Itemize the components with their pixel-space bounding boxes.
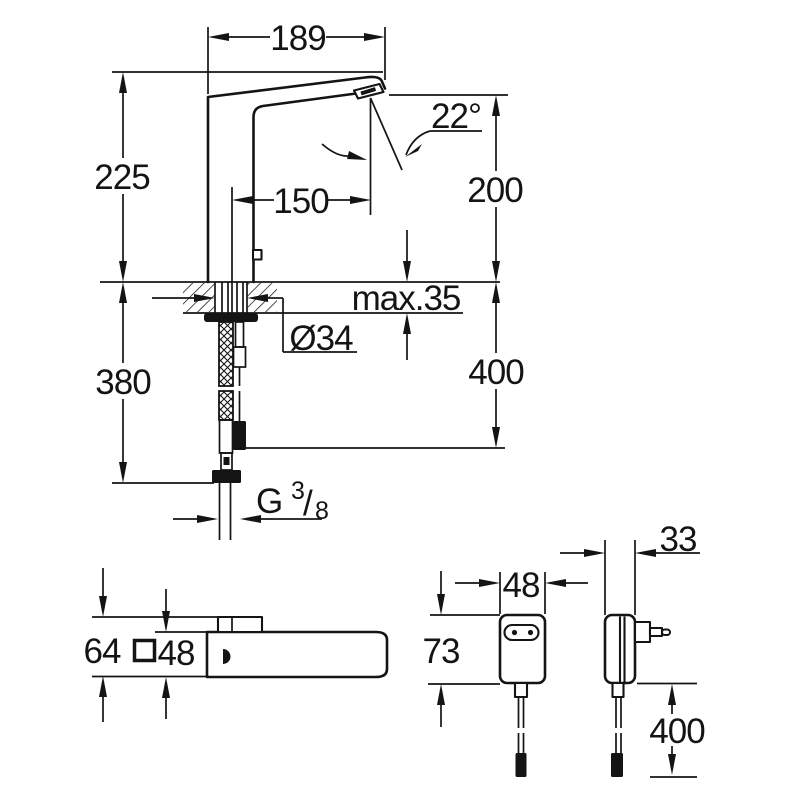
thread-label-sub: 8 (315, 497, 329, 525)
flex-hose-tube (218, 419, 234, 454)
top-view-sensor-window (223, 649, 231, 664)
dim-label-189: 189 (270, 19, 325, 58)
dimension-200: 200 (467, 95, 524, 282)
dimension-189: 189 (207, 19, 386, 94)
top-view-body (205, 630, 389, 679)
connection-nut (212, 470, 241, 483)
dim-label-150: 150 (273, 182, 329, 221)
dim-label-400-adapter: 400 (649, 712, 705, 751)
sensor-cable-connector (232, 346, 247, 368)
dim-label-200: 200 (467, 171, 523, 210)
flex-hose-braid-lower (218, 390, 234, 421)
dimension-dia34: Ø34 (152, 294, 357, 358)
dimension-225: 225 (94, 72, 151, 282)
under-deck-assembly (204, 313, 258, 540)
socket-hole-left (511, 629, 518, 636)
aerator-slot (360, 87, 377, 96)
dim-label-max35: max.35 (352, 279, 461, 318)
dimension-g38: G 3 / 8 (173, 477, 329, 525)
faucet-side-view: 22° (94, 19, 525, 540)
dim-label-225: 225 (94, 158, 149, 197)
adapter-plug-block (633, 620, 652, 644)
dim-label-73: 73 (423, 632, 460, 671)
dimension-64: 64 (84, 568, 218, 722)
faucet-top-view: 64 48 (84, 568, 389, 722)
adapter-side-view: 33 400 (560, 520, 706, 778)
dim-label-400-main: 400 (468, 353, 524, 392)
dimension-33: 33 (560, 520, 700, 615)
dimension-48-square: 48 (132, 589, 207, 719)
dim-label-22deg: 22° (431, 97, 481, 136)
thread-label-sup: 3 (291, 477, 305, 505)
thread-label-g: G (256, 482, 282, 521)
dim-label-48-adapter: 48 (503, 566, 540, 605)
socket-hole-right (527, 629, 534, 636)
faucet-body-outline (206, 75, 387, 284)
dim-label-48-square: 48 (158, 634, 195, 673)
dim-label-380: 380 (95, 363, 151, 402)
flex-hose-braid-upper (218, 321, 234, 387)
adapter-socket-face (503, 623, 540, 642)
adapter-front-view: 48 73 (423, 566, 588, 777)
sensor-cable-plug (233, 421, 246, 450)
dimension-400-adapter: 400 (637, 682, 706, 778)
dimension-48-adapter: 48 (455, 566, 588, 614)
dim-label-64: 64 (84, 632, 121, 671)
dim-label-dia34: Ø34 (289, 319, 353, 358)
adapter-cable-plug-side (611, 753, 623, 777)
square-symbol (132, 638, 157, 663)
dimension-max35: max.35 (352, 230, 461, 360)
dim-label-33: 33 (660, 520, 697, 559)
thread-label-slash: / (303, 484, 313, 523)
hose-fitting-detail (223, 457, 230, 465)
adapter-cable-boot-front (513, 681, 529, 699)
adapter-plug-pin-tip (661, 628, 671, 636)
faucet-underside (252, 92, 358, 284)
adapter-plug-pin (648, 626, 664, 638)
body-cable-port (251, 248, 263, 261)
dimension-150: 150 (232, 182, 371, 221)
dimension-73: 73 (423, 571, 500, 727)
mounting-flange (204, 313, 258, 322)
adapter-cable-plug-front (515, 753, 527, 777)
dimension-380: 380 (95, 282, 214, 484)
sensor-cable-sleeve (234, 321, 245, 348)
top-view-spout-block (216, 615, 264, 634)
water-stream-angle: 22° (321, 97, 482, 215)
dimension-400-main: 400 (243, 282, 525, 449)
adapter-cable-boot-side (611, 681, 625, 699)
